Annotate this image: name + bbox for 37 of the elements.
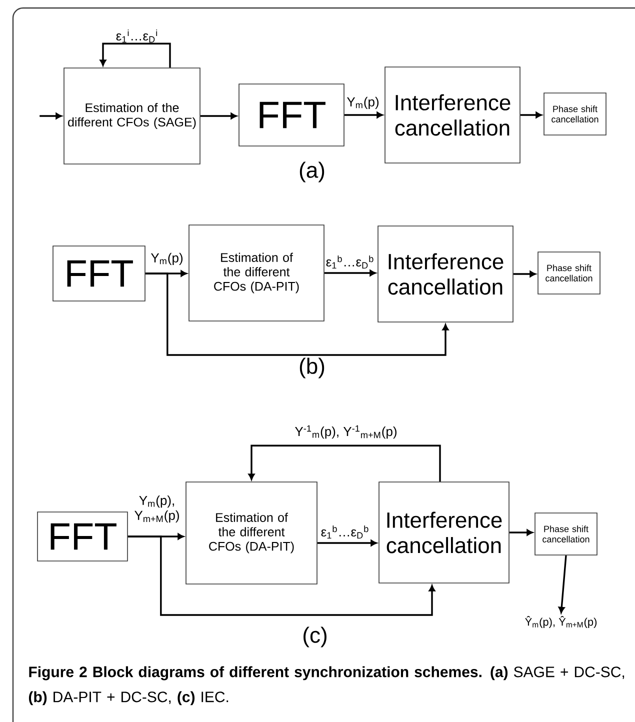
output-label: Ŷ$_{m}$(p), Ŷ$_{m+M}$(p): [525, 616, 597, 628]
process-box: Estimation of the different CFOs (DA-PIT): [188, 224, 324, 322]
arrow: [513, 270, 536, 278]
arrow: [558, 555, 567, 614]
arrow: [317, 540, 377, 546]
arrow: [40, 112, 62, 120]
arrow: [128, 536, 436, 616]
process-box: Estimation of the different CFOs (DA-PIT): [186, 482, 318, 584]
process-box: Phase shift cancellation: [538, 252, 600, 294]
edge-label: ε$_{1}$$^{b}$…ε$_{D}$b: [321, 525, 368, 539]
arrow: [344, 112, 383, 118]
panel-label: (a): [300, 162, 324, 182]
arrow: [324, 270, 376, 276]
process-box: Interference cancellation: [384, 66, 520, 164]
edge-label: ε$_{1}$$^{b}$…ε$_{D}$b: [326, 255, 374, 269]
edge-label: Y$^{-1}$$_{m}$(p), Y$^{-1}$$_{m+M}$(p): [295, 425, 396, 439]
arrow: [200, 112, 237, 120]
process-box: FFT: [52, 246, 146, 302]
edge-label: Y$_{m}$(p), Y$_{m+M}$(p): [134, 496, 179, 522]
edge-label: Y$_{m}$(p): [150, 252, 183, 266]
edge-label: Y$_{m}$(p): [346, 96, 379, 110]
edge-label: ε$_{1}$$^{i}$…ε$_{D}$i: [116, 29, 158, 43]
arrow: [520, 112, 542, 118]
arrow: [509, 529, 533, 536]
panel-label: (c): [304, 626, 326, 648]
process-box: FFT: [238, 84, 344, 146]
process-box: Phase shift cancellation: [544, 92, 606, 136]
arrow: [248, 444, 441, 482]
process-box: Estimation of the different CFOs (SAGE): [64, 68, 200, 164]
process-box: Interference cancellation: [378, 226, 514, 322]
process-box: FFT: [37, 512, 128, 562]
process-box: Phase shift cancellation: [534, 512, 598, 556]
process-box: Interference cancellation: [378, 482, 510, 584]
caption: Figure 2 Block diagrams of different synchronization schemes. (a) SAGE + DC-SC, (b) DA-PIT + DC-SC, (c) IEC.: [28, 666, 624, 706]
arrow: [145, 272, 449, 356]
panel-label: (b): [300, 358, 324, 378]
arrow: [100, 42, 171, 68]
